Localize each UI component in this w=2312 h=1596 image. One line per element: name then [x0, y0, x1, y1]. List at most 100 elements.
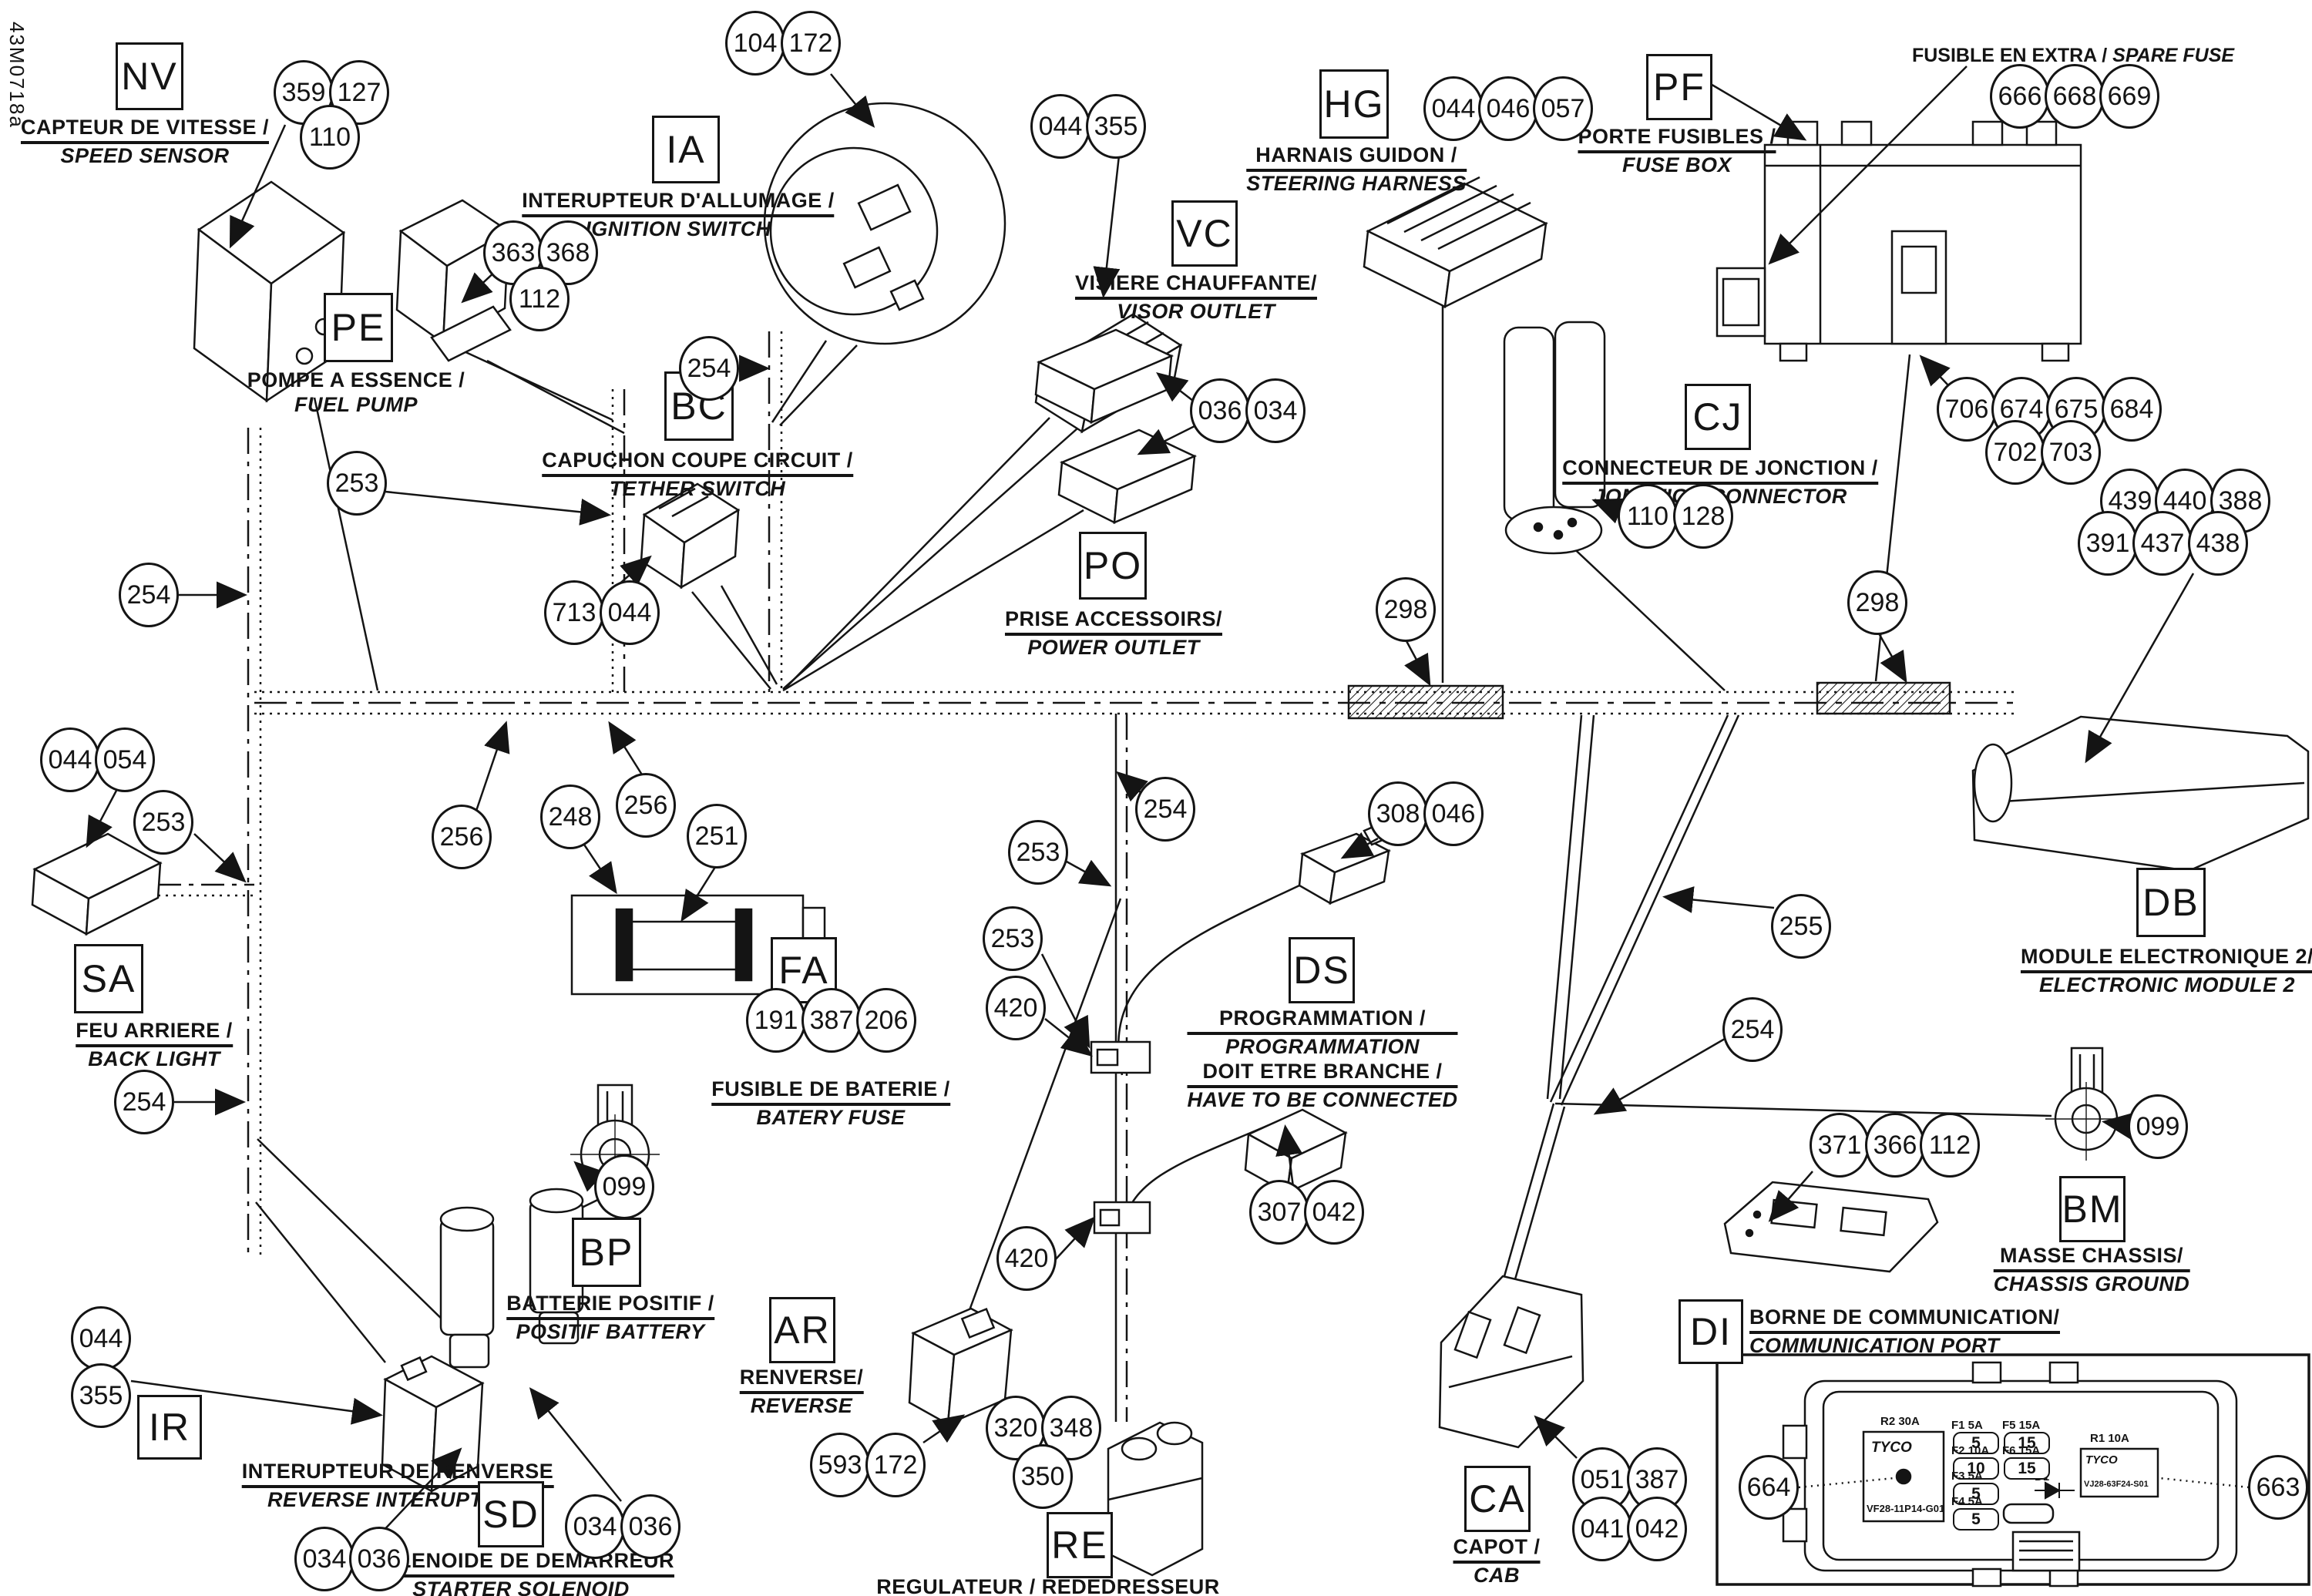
component-label-line: CAB [1473, 1563, 1520, 1587]
component-label-line: CAPOT / [1453, 1535, 1541, 1564]
callout-253: 253 [1008, 820, 1068, 885]
component-label-HG: HARNAIS GUIDON /STEERING HARNESS [1246, 143, 1467, 197]
callout-044: 044 [1030, 94, 1090, 159]
component-label-DI: BORNE DE COMMUNICATION/COMMUNICATION POR… [1749, 1305, 2060, 1359]
callout-number: 254 [1143, 794, 1188, 824]
callout-036: 036 [349, 1527, 409, 1591]
callout-191: 191 [746, 988, 806, 1053]
callout-034: 034 [565, 1494, 625, 1559]
callout-308: 308 [1368, 781, 1428, 846]
component-code-HG: HG [1323, 82, 1385, 126]
callout-368: 368 [538, 220, 598, 285]
callout-248: 248 [540, 785, 600, 849]
component-label-line: BATTERIE POSITIF / [506, 1292, 714, 1320]
callout-number: 440 [2162, 486, 2207, 516]
component-box-CJ: CJ [1685, 384, 1751, 450]
component-label-BP: BATTERIE POSITIF /POSITIF BATTERY [506, 1292, 714, 1345]
component-box-SD: SD [478, 1481, 544, 1547]
inset-relay-left-brand: TYCO [1871, 1440, 1912, 1456]
callout-number: 663 [2256, 1472, 2300, 1502]
callout-number: 191 [754, 1005, 798, 1035]
callout-391: 391 [2078, 511, 2138, 576]
component-code-SD: SD [482, 1493, 539, 1536]
component-box-VC: VC [1171, 200, 1238, 267]
inset-fuse-F2: 10 [1953, 1457, 1999, 1480]
callout-number: 110 [308, 122, 351, 152]
callout-number: 363 [491, 237, 536, 267]
callout-number: 099 [2136, 1111, 2180, 1141]
callout-593: 593 [810, 1433, 870, 1497]
component-label-line: STARTER SOLENOID [412, 1577, 630, 1596]
callout-110: 110 [300, 105, 360, 170]
component-label-line: PRISE ACCESSOIRS/ [1004, 607, 1223, 636]
callout-number: 254 [122, 1087, 166, 1117]
callout-number: 684 [2109, 394, 2154, 424]
callout-036: 036 [620, 1494, 680, 1559]
callout-number: 308 [1376, 798, 1420, 828]
component-box-PE: PE [324, 293, 393, 362]
component-code-PO: PO [1083, 544, 1143, 587]
inset-fuse-ref-F2: F2 10A [1951, 1444, 1990, 1457]
callout-number: 206 [864, 1005, 909, 1035]
component-code-IA: IA [666, 128, 706, 171]
callout-number: 702 [1993, 437, 2038, 467]
component-label-PO: PRISE ACCESSOIRS/POWER OUTLET [1004, 607, 1223, 660]
callout-387: 387 [801, 988, 862, 1053]
component-label-line: POSITIF BATTERY [516, 1319, 705, 1343]
component-label-line: TETHER SWITCH [609, 476, 786, 500]
component-label-line: VISIERE CHAUFFANTE/ [1074, 271, 1318, 300]
component-box-DB: DB [2136, 868, 2206, 937]
component-label-line: FUSIBLE DE BATERIE / [711, 1077, 950, 1106]
callout-number: 664 [1746, 1472, 1791, 1502]
component-label-line: HARNAIS GUIDON / [1246, 143, 1467, 172]
component-code-BP: BP [579, 1231, 634, 1274]
callout-046: 046 [1423, 781, 1484, 846]
component-code-AR: AR [774, 1309, 831, 1352]
component-label-line: FUSE BOX [1621, 153, 1732, 176]
component-label-PF: PORTE FUSIBLES /FUSE BOX [1578, 125, 1776, 178]
callout-number: 253 [1016, 837, 1060, 867]
callout-668: 668 [2045, 64, 2105, 129]
component-box-DI: DI [1679, 1299, 1743, 1364]
callout-251: 251 [687, 804, 747, 869]
callout-number: 253 [141, 807, 186, 837]
callout-046: 046 [1478, 76, 1538, 141]
callout-703: 703 [2041, 420, 2101, 485]
component-label-AR: RENVERSE/REVERSE [739, 1366, 864, 1419]
component-label-line: CONNECTEUR DE JONCTION / [1562, 456, 1878, 485]
component-label-line: SPEED SENSOR [60, 143, 230, 167]
callout-437: 437 [2132, 511, 2193, 576]
callout-044: 044 [1423, 76, 1484, 141]
spare-fuse-label-en: SPARE FUSE [2112, 45, 2235, 66]
component-label-VC: VISIERE CHAUFFANTE/VISOR OUTLET [1074, 271, 1318, 324]
spare-fuse-label-fr: FUSIBLE EN EXTRA / [1911, 45, 2108, 66]
callout-number: 391 [2085, 528, 2130, 558]
component-code-DB: DB [2142, 881, 2199, 924]
callout-350: 350 [1013, 1444, 1073, 1509]
component-label-line: BACK LIGHT [88, 1047, 220, 1070]
component-code-IR: IR [149, 1406, 190, 1449]
component-box-PO: PO [1079, 532, 1147, 600]
component-code-NV: NV [121, 55, 178, 98]
callout-number: 348 [1049, 1413, 1094, 1443]
callout-355: 355 [1086, 94, 1146, 159]
callout-number: 044 [1038, 111, 1083, 141]
callout-number: 042 [1635, 1514, 1679, 1544]
callout-254: 254 [679, 336, 739, 401]
callout-number: 044 [48, 744, 92, 774]
callout-number: 669 [2107, 81, 2152, 111]
component-label-RE: REGULATEUR / REDEDRESSEURREGULATOR / REC… [876, 1575, 1220, 1596]
callout-number: 350 [1020, 1461, 1065, 1491]
callout-number: 256 [623, 790, 668, 820]
component-label-line: COMMUNICATION PORT [1749, 1333, 2000, 1357]
callout-254: 254 [1135, 777, 1195, 842]
inset-fuse-ref-F6: F6 15A [2002, 1444, 2041, 1457]
callout-254: 254 [119, 563, 179, 627]
component-code-CA: CA [1469, 1477, 1526, 1520]
inset-fuse-F4: 5 [1953, 1508, 1999, 1530]
callout-number: 420 [1004, 1243, 1049, 1273]
callout-036: 036 [1190, 378, 1250, 443]
callout-number: 253 [990, 923, 1035, 953]
inset-relay-left-part: VF28-11P14-G01 [1867, 1503, 1945, 1514]
